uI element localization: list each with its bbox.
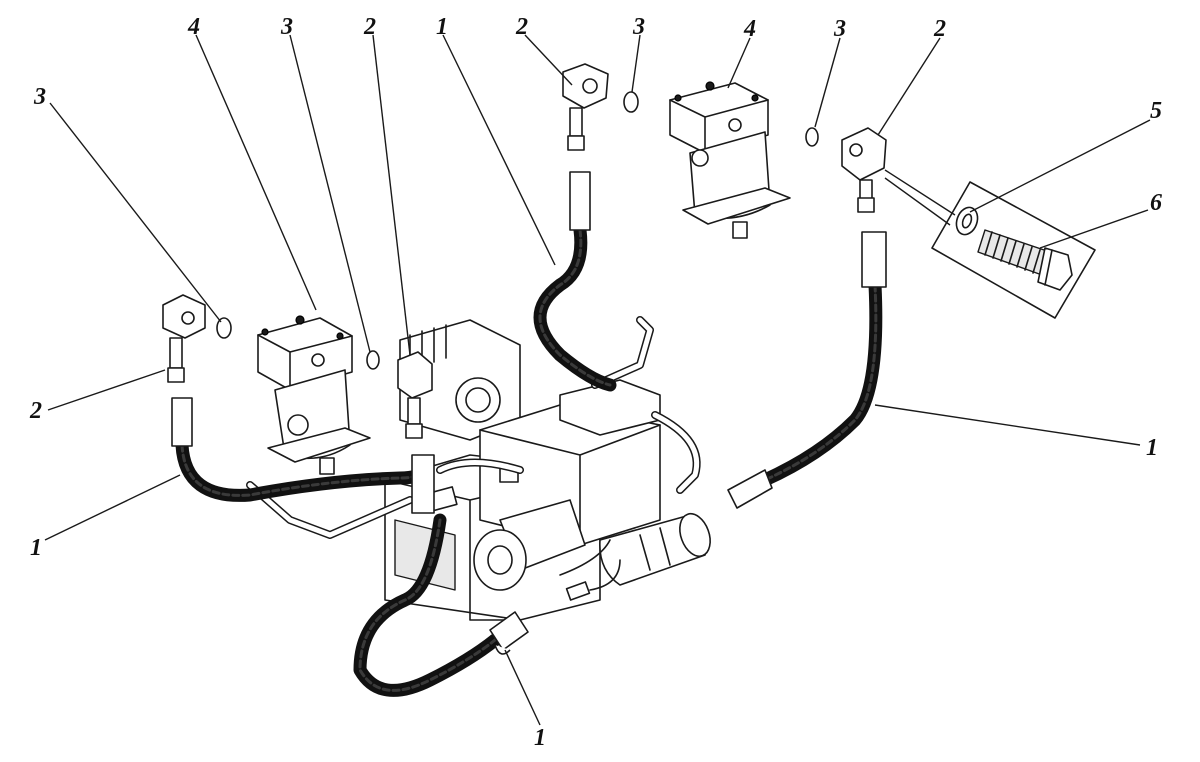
hydraulic-pump-icon	[384, 319, 711, 621]
callout-2-left: 2	[29, 398, 42, 424]
callout-1-right: 1	[1146, 435, 1158, 461]
callout-3-left: 3	[33, 84, 46, 110]
bolt-icon	[977, 229, 1073, 291]
o-ring-icon	[216, 91, 819, 370]
callout-5: 5	[1150, 98, 1162, 124]
callout-1-top: 1	[436, 14, 448, 40]
filter-icon-right	[669, 81, 791, 239]
elbow-fitting-icon	[162, 63, 887, 439]
callout-4-right: 4	[743, 16, 756, 42]
leader-lines	[44, 34, 1151, 726]
callout-2-top: 2	[515, 14, 528, 40]
callout-2-center-left: 2	[363, 14, 376, 40]
hose-icon	[171, 171, 887, 697]
washer-icon	[955, 206, 979, 236]
callout-4-left: 4	[187, 14, 200, 40]
callout-3-center-left: 3	[280, 14, 293, 40]
callout-1-left: 1	[30, 535, 42, 561]
filter-icon	[257, 315, 371, 475]
callout-3-top: 3	[632, 14, 645, 40]
callout-2-right: 2	[933, 16, 946, 42]
steel-pipe-lines	[246, 316, 701, 539]
inset-detail-box	[884, 169, 1096, 319]
callout-6: 6	[1150, 190, 1162, 216]
callout-3-right: 3	[833, 16, 846, 42]
callout-labels: 3 4 3 2 1 2 3 4 3 2 5 6 1 2 1 1	[29, 14, 1162, 751]
callout-1-bottom: 1	[534, 725, 546, 751]
